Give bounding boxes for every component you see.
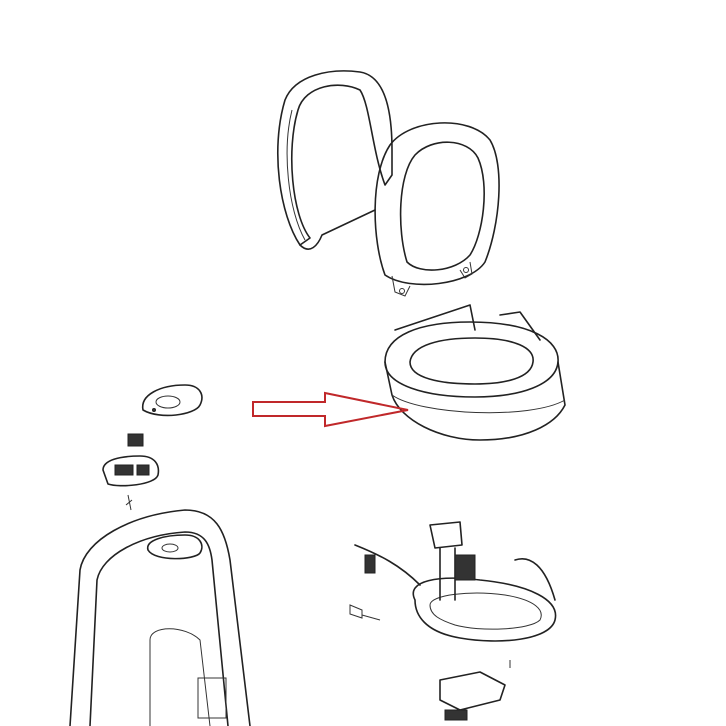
seat-lid	[277, 70, 393, 250]
toilet-seat	[374, 122, 500, 297]
bowl-top	[384, 304, 566, 441]
flush-button-cover	[142, 384, 203, 417]
small-switch	[127, 433, 144, 447]
highlight-arrow	[252, 391, 409, 428]
flush-button-panel	[102, 455, 160, 511]
cabinet-housing	[69, 509, 251, 726]
water-pump-assembly	[349, 521, 557, 642]
connector-bracket	[439, 660, 511, 721]
